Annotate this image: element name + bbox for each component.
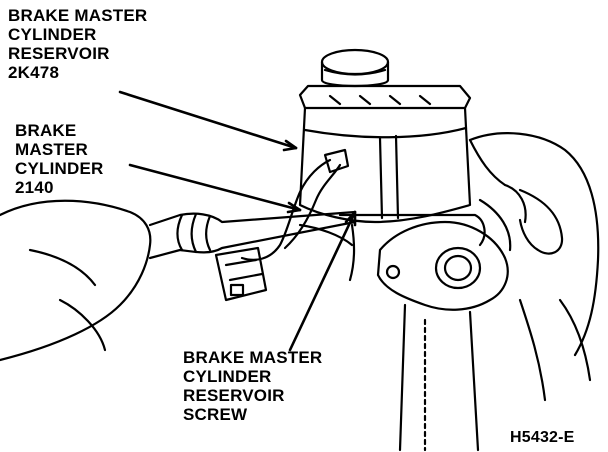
screw-label-line-4: SCREW	[183, 405, 248, 424]
cylinder-label-line-4: 2140	[15, 178, 54, 197]
figure-code-text: H5432-E	[510, 429, 575, 446]
reservoir-drawing	[298, 48, 472, 224]
left-hand-drawing	[0, 199, 152, 362]
leader-lines	[118, 90, 357, 352]
cylinder-label-line-3: CYLINDER	[15, 159, 104, 178]
mounting-flange-drawing	[376, 220, 509, 311]
cylinder-label-line-1: BRAKE	[15, 121, 77, 140]
cylinder-label-line-2: MASTER	[15, 140, 88, 159]
screw-label-line-2: CYLINDER	[183, 367, 272, 386]
figure-code: H5432-E	[510, 428, 575, 447]
reservoir-label-line-1: BRAKE MASTER	[8, 6, 148, 25]
reservoir-callout-label: BRAKE MASTER CYLINDER RESERVOIR 2K478	[8, 6, 147, 82]
reservoir-label-line-3: RESERVOIR	[8, 44, 110, 63]
master-cylinder-body-drawing	[298, 213, 486, 452]
reservoir-label-line-2: CYLINDER	[8, 25, 97, 44]
screwdriver-drawing	[148, 210, 357, 260]
reservoir-label-line-4: 2K478	[8, 63, 60, 82]
screw-label-line-3: RESERVOIR	[183, 386, 285, 405]
screw-callout-label: BRAKE MASTER CYLINDER RESERVOIR SCREW	[183, 348, 322, 424]
right-hand-drawing	[468, 132, 600, 402]
cylinder-callout-label: BRAKE MASTER CYLINDER 2140	[15, 121, 104, 197]
wiring-harness-drawing	[214, 148, 350, 302]
screw-label-line-1: BRAKE MASTER	[183, 348, 323, 367]
